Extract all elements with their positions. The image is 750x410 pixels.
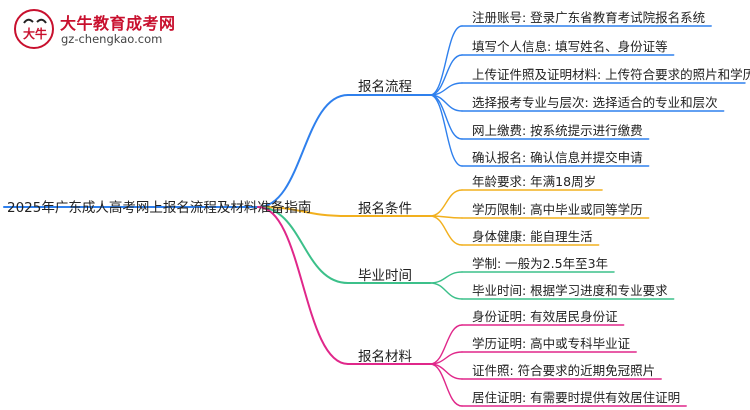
branch-eligibility: 报名条件 <box>358 201 412 217</box>
leaf-connector <box>429 25 463 96</box>
branch-connector <box>257 206 349 365</box>
leaf-age-requirement: 年龄要求: 年满18周岁 <box>472 174 597 189</box>
leaf-health: 身体健康: 能自理生活 <box>472 229 593 244</box>
branch-connector <box>257 206 349 284</box>
leaf-connector <box>429 363 463 407</box>
branch-registration-process: 报名流程 <box>358 79 412 95</box>
leaf-id-photo: 证件照: 符合要求的近期免冠照片 <box>472 363 656 378</box>
branch-graduation-time: 毕业时间 <box>358 268 412 284</box>
leaf-upload-photo-proof: 上传证件照及证明材料: 上传符合要求的照片和学历证明 <box>472 67 750 82</box>
leaf-fill-personal-info: 填写个人信息: 填写姓名、身份证等 <box>472 39 668 54</box>
logo-badge-icon: 大牛 <box>14 9 54 49</box>
leaf-education-proof: 学历证明: 高中或专科毕业证 <box>472 336 631 351</box>
leaf-online-payment: 网上缴费: 按系统提示进行缴费 <box>472 123 643 138</box>
leaf-choose-major: 选择报考专业与层次: 选择适合的专业和层次 <box>472 95 718 110</box>
logo-title: 大牛教育成考网 <box>60 14 176 33</box>
site-logo[interactable]: 大牛 大牛教育成考网 gz-chengkao.com <box>14 8 214 54</box>
logo-url: gz-chengkao.com <box>61 32 163 46</box>
leaf-connector <box>429 94 463 167</box>
root-topic: 2025年广东成人高考网上报名流程及材料准备指南 <box>7 200 312 216</box>
bull-head-icon: 大牛 <box>23 18 47 41</box>
leaf-id-proof: 身份证明: 有效居民身份证 <box>472 309 618 324</box>
branch-connector <box>257 94 349 208</box>
leaf-connector <box>429 324 463 365</box>
logo-badge-glyph: 大牛 <box>23 26 47 41</box>
leaf-register-account: 注册账号: 登录广东省教育考试院报名系统 <box>472 10 706 25</box>
leaf-confirm-registration: 确认报名: 确认信息并提交申请 <box>472 150 643 165</box>
leaf-connector <box>429 282 463 300</box>
leaf-connector <box>429 271 463 284</box>
leaf-graduation-time: 毕业时间: 根据学习进度和专业要求 <box>472 283 668 298</box>
leaf-program-length: 学制: 一般为2.5年至3年 <box>472 256 609 271</box>
leaf-residence-proof: 居住证明: 有需要时提供有效居住证明 <box>472 390 681 405</box>
branch-materials: 报名材料 <box>358 349 412 365</box>
leaf-connector <box>429 189 463 217</box>
leaf-education-limit: 学历限制: 高中毕业或同等学历 <box>472 202 643 217</box>
branch-connector <box>257 206 349 217</box>
leaf-connector <box>429 215 463 246</box>
leaf-connector <box>429 54 463 96</box>
